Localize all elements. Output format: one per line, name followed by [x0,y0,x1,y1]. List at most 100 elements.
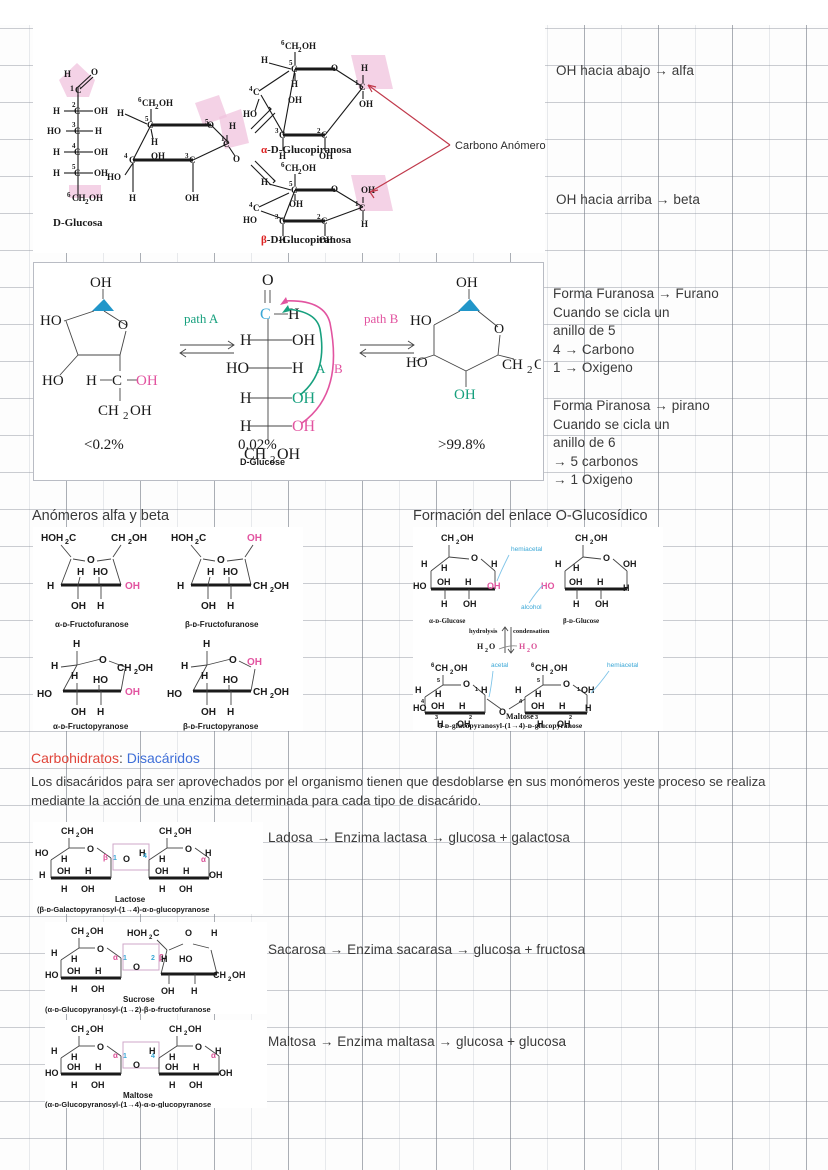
svg-text:2: 2 [134,669,138,676]
svg-text:C: C [75,85,82,95]
svg-text:HOH: HOH [171,533,193,544]
svg-text:OH: OH [456,275,478,291]
label-sucrose-name: Sucrose [123,995,155,1004]
svg-text:OH: OH [454,387,476,403]
svg-text:H: H [441,563,448,573]
svg-text:HOH: HOH [127,928,147,938]
svg-text:2: 2 [298,46,302,54]
svg-text:OH: OH [487,581,501,591]
svg-text:O: O [185,844,192,854]
svg-text:OH: OH [90,926,104,936]
svg-text:3: 3 [535,715,538,721]
svg-text:OH: OH [581,685,595,695]
label-alpha-fructofuranose: α-ᴅ-Fructofuranose [55,620,129,629]
svg-text:OH: OH [431,701,445,711]
svg-text:OH: OH [94,147,108,157]
note-sacarosa: Sacarosa → Enzima sacarasa → glucosa + f… [268,942,586,957]
svg-text:H: H [215,1046,222,1056]
note-forma-piranosa: Forma Piranosa → pirano Cuando se cicla … [553,398,710,487]
svg-text:OH: OH [71,601,86,612]
svg-text:α: α [113,1051,118,1060]
svg-text:H: H [51,948,58,958]
svg-text:2: 2 [456,540,460,546]
svg-text:HO: HO [167,689,182,700]
svg-text:H: H [555,559,562,569]
svg-text:C: C [321,216,328,226]
svg-text:H: H [597,577,604,587]
svg-text:OH: OH [201,601,216,612]
svg-text:2: 2 [527,364,533,376]
svg-text:C: C [279,216,286,226]
svg-text:2: 2 [527,648,530,654]
svg-text:6: 6 [67,191,71,199]
path-a-arrows: path A [179,311,235,358]
svg-text:OH: OH [557,719,571,729]
svg-text:CH: CH [71,926,84,936]
svg-text:OH: OH [67,966,81,976]
svg-text:CH: CH [435,663,448,673]
svg-text:C: C [74,106,81,116]
svg-text:OH: OH [125,687,140,698]
svg-text:2: 2 [72,101,76,109]
svg-text:CH: CH [142,98,156,108]
svg-text:HO: HO [226,360,249,377]
svg-text:OH: OH [81,884,95,894]
svg-text:4: 4 [72,142,76,150]
svg-text:HO: HO [413,703,427,713]
svg-text:H: H [53,168,60,178]
svg-text:HO: HO [35,848,49,858]
svg-text:H: H [129,193,136,203]
label-h2o-right: H [519,642,526,651]
svg-text:OH: OH [80,826,94,836]
svg-text:path A: path A [184,311,219,326]
svg-text:HO: HO [410,313,432,329]
svg-text:H: H [61,854,68,864]
label-d-glucose-small: D-Glucose [240,457,285,467]
svg-text:O: O [87,844,94,854]
plate-anomers-image [33,25,545,253]
plate-maltose-formation-image [413,527,663,731]
svg-text:OH: OH [569,577,583,587]
svg-text:OH: OH [91,1080,105,1090]
svg-text:H: H [39,870,46,880]
svg-text:O: O [133,962,140,972]
svg-text:OH: OH [67,1062,81,1072]
svg-text:3: 3 [435,715,438,721]
svg-text:H: H [53,106,60,116]
svg-text:OH: OH [189,1080,203,1090]
svg-text:H: H [537,719,544,729]
svg-text:H: H [291,79,298,89]
svg-text:2: 2 [550,670,554,676]
note-maltosa: Maltosa → Enzima maltasa → glucosa + glu… [268,1034,567,1049]
svg-text:OH: OH [209,870,223,880]
svg-text:HO: HO [93,675,108,686]
svg-text:5: 5 [205,118,209,126]
svg-text:H: H [86,373,97,389]
svg-text:OH: OH [292,390,316,407]
pct-pyranose: >99.8% [438,437,485,453]
svg-text:OH: OH [71,707,86,718]
svg-text:H: H [623,583,630,593]
svg-text:α: α [113,953,118,962]
svg-text:H: H [77,567,84,578]
svg-text:2: 2 [85,198,89,206]
svg-text:4: 4 [519,699,523,705]
label-alpha-fructopyranose: α-ᴅ-Fructopyranose [53,722,129,731]
label-lactose-name: Lactose [115,895,146,904]
svg-text:H: H [47,581,54,592]
pct-open-chain-visible: 0.02% [238,437,277,453]
svg-text:O: O [229,655,237,666]
svg-text:H: H [181,661,188,672]
svg-text:H: H [161,954,168,964]
svg-text:HO: HO [223,675,238,686]
svg-text:2: 2 [174,833,178,839]
svg-text:H: H [415,685,422,695]
svg-text:OH: OH [138,663,153,674]
svg-text:H: H [205,848,212,858]
svg-text:OH: OH [534,357,541,373]
svg-text:OH: OH [247,657,262,668]
svg-text:C: C [359,203,366,213]
svg-text:OH: OH [136,373,158,389]
